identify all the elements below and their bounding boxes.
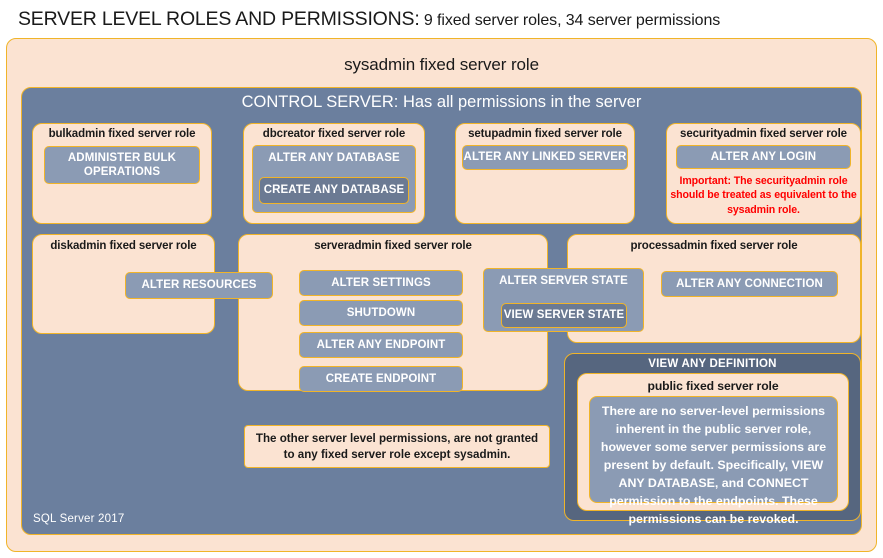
role-label-diskadmin: diskadmin fixed server role bbox=[50, 240, 197, 252]
role-label-dbcreator: dbcreator fixed server role bbox=[262, 128, 406, 140]
securityadmin-warning-text: Important: The securityadmin role should… bbox=[670, 175, 857, 216]
role-box-setupadmin bbox=[455, 123, 635, 224]
permission-alter-any-connection[interactable]: ALTER ANY CONNECTION bbox=[661, 271, 838, 297]
permission-alter-any-linked-server[interactable]: ALTER ANY LINKED SERVER bbox=[462, 145, 628, 170]
role-label-processadmin: processadmin fixed server role bbox=[630, 240, 798, 252]
permission-administer-bulk-operations[interactable]: ADMINISTER BULK OPERATIONS bbox=[44, 146, 200, 184]
other-permissions-note: The other server level permissions, are … bbox=[244, 425, 550, 468]
sysadmin-role-label: sysadmin fixed server role bbox=[344, 55, 539, 74]
permission-create-any-database[interactable]: CREATE ANY DATABASE bbox=[259, 177, 409, 204]
permission-create-endpoint[interactable]: CREATE ENDPOINT bbox=[299, 366, 463, 392]
page-title: SERVER LEVEL ROLES AND PERMISSIONS: 9 fi… bbox=[18, 8, 720, 31]
permission-shutdown[interactable]: SHUTDOWN bbox=[299, 300, 463, 326]
public-role-description: There are no server-level permissions in… bbox=[589, 396, 838, 526]
control-server-label: CONTROL SERVER: Has all permissions in t… bbox=[241, 93, 642, 111]
permission-view-server-state[interactable]: VIEW SERVER STATE bbox=[501, 303, 627, 328]
permission-alter-resources[interactable]: ALTER RESOURCES bbox=[125, 272, 273, 299]
permission-alter-settings[interactable]: ALTER SETTINGS bbox=[299, 270, 463, 296]
role-box-securityadmin bbox=[666, 123, 861, 224]
permission-alter-any-endpoint[interactable]: ALTER ANY ENDPOINT bbox=[299, 332, 463, 358]
role-label-setupadmin: setupadmin fixed server role bbox=[468, 128, 622, 140]
permission-alter-any-login[interactable]: ALTER ANY LOGIN bbox=[676, 145, 851, 169]
page-title-main: SERVER LEVEL ROLES AND PERMISSIONS: bbox=[18, 8, 420, 30]
role-label-serveradmin: serveradmin fixed server role bbox=[314, 240, 472, 252]
role-label-public: public fixed server role bbox=[647, 379, 779, 393]
page-title-sub: 9 fixed server roles, 34 server permissi… bbox=[419, 12, 721, 29]
permission-view-any-definition[interactable]: VIEW ANY DEFINITION bbox=[648, 358, 777, 370]
role-label-securityadmin: securityadmin fixed server role bbox=[680, 128, 847, 140]
footer-version-label: SQL Server 2017 bbox=[33, 513, 125, 525]
role-label-bulkadmin: bulkadmin fixed server role bbox=[48, 128, 196, 140]
